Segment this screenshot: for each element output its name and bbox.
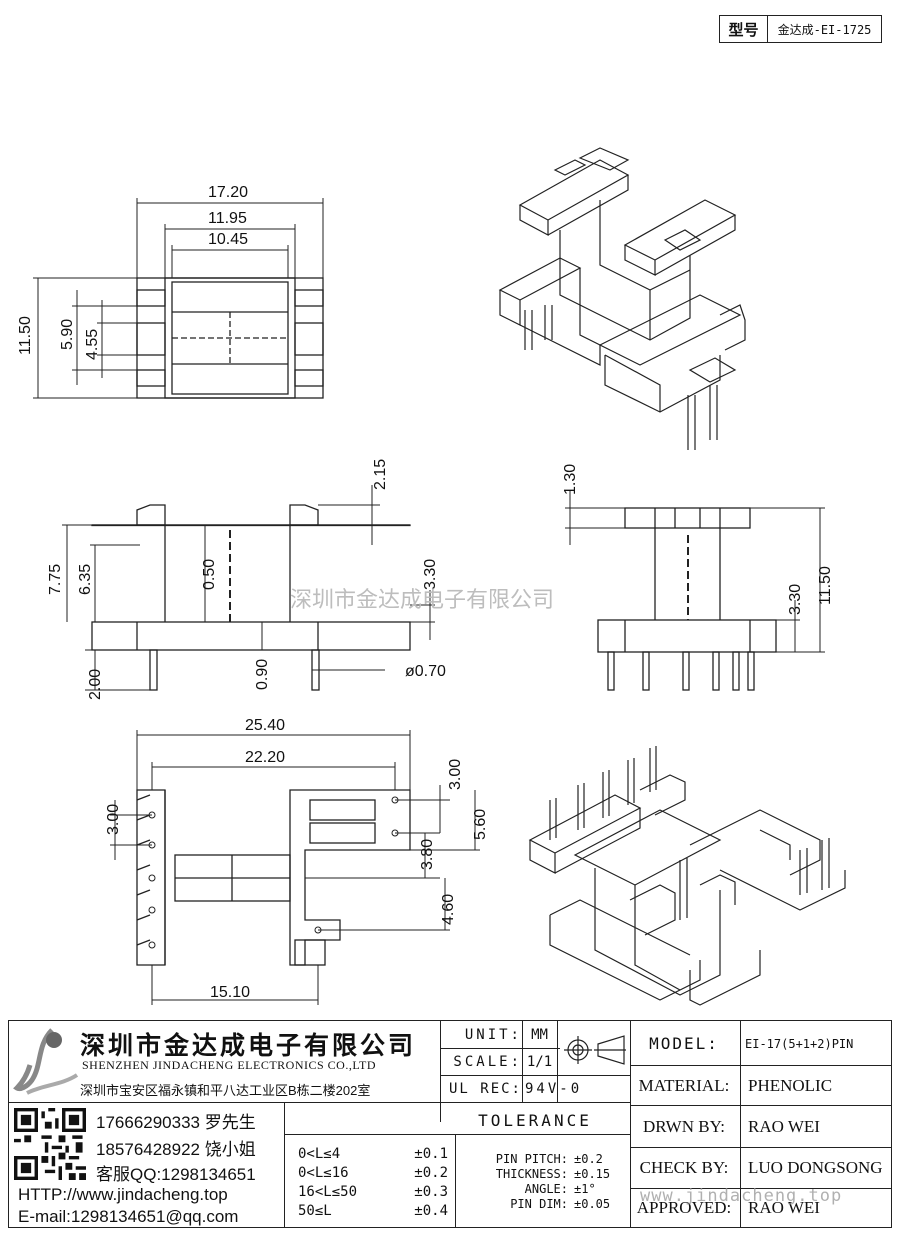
company-name-en: SHENZHEN JINDACHENG ELECTRONICS CO.,LTD: [82, 1058, 377, 1072]
field-label-material: MATERIAL:: [638, 1075, 730, 1095]
model-box: 型号 金达成-EI-1725: [719, 15, 882, 43]
title-block: [8, 1020, 892, 1228]
dim-25-40: 25.40: [245, 717, 285, 734]
contact-qq: 客服QQ:1298134651: [96, 1165, 256, 1184]
dim-4-55: 4.55: [84, 329, 101, 360]
tol-range-3: 16<L≤50: [298, 1184, 358, 1200]
top-view: [136, 277, 324, 399]
tol-value-4: ±0.4: [414, 1203, 448, 1219]
dim-3-00-right: 3.00: [447, 759, 464, 790]
tol-value-1: ±0.1: [414, 1146, 448, 1162]
field-value-check: LUO DONGSONG: [748, 1158, 883, 1177]
url-watermark: www.jindacheng.top: [640, 1186, 843, 1206]
field-label-check: CHECK BY:: [639, 1158, 729, 1177]
field-label-drawn: DRWN BY:: [642, 1116, 726, 1136]
field-value-material: PHENOLIC: [748, 1075, 833, 1095]
company-name-cn: 深圳市金达成电子有限公司: [80, 1032, 417, 1060]
dim-3-30-side: 3.30: [787, 584, 804, 615]
dim-17-20: 17.20: [208, 184, 248, 201]
dim-11-50-top: 11.50: [17, 316, 34, 355]
isometric-view-bottom: [528, 746, 846, 1006]
dim-7-75: 7.75: [47, 564, 64, 595]
unit-value: MM: [531, 1027, 548, 1043]
model-box-label: 型号: [720, 16, 768, 42]
ulrec-label: UL REC:: [448, 1081, 522, 1097]
contact-phone-2: 18576428922 饶小姐: [96, 1140, 256, 1159]
field-value-drawn: RAO WEI: [748, 1116, 820, 1136]
dim-6-35: 6.35: [77, 564, 94, 595]
spec-value-4: ±0.05: [574, 1197, 611, 1211]
spec-label-1: PIN PITCH:: [495, 1152, 568, 1166]
dim-1-30: 1.30: [562, 464, 579, 495]
dim-5-90: 5.90: [59, 319, 76, 350]
tolerance-specs: PIN PITCH: ±0.2 THICKNESS: ±0.15 ANGLE: ±1°…: [460, 1152, 628, 1212]
tol-value-3: ±0.3: [414, 1184, 448, 1200]
tol-range-2: 0<L≤16: [298, 1165, 349, 1181]
dim-3-30-front: 3.30: [422, 559, 439, 590]
contact-email[interactable]: E-mail:1298134651@qq.com: [18, 1207, 239, 1226]
dim-22-20: 22.20: [245, 749, 285, 766]
dim-10-45: 10.45: [208, 231, 248, 248]
front-view: [91, 504, 411, 691]
side-view: [597, 507, 777, 691]
scale-value: 1/1: [526, 1054, 553, 1070]
dim-0-50: 0.50: [201, 559, 218, 590]
field-label-model: MODEL:: [649, 1034, 719, 1053]
model-box-value: 金达成-EI-1725: [777, 22, 872, 37]
dim-5-60: 5.60: [472, 809, 489, 840]
company-address: 深圳市宝安区福永镇和平八达工业区B栋二楼202室: [80, 1083, 371, 1098]
tol-range-1: 0<L≤4: [298, 1146, 341, 1162]
contact-http[interactable]: HTTP://www.jindacheng.top: [18, 1185, 228, 1204]
spec-value-2: ±0.15: [574, 1167, 611, 1181]
ulrec-value: 94V-0: [525, 1081, 583, 1097]
bottom-view: [136, 789, 411, 966]
dim-pin-diameter: ø0.70: [405, 663, 446, 680]
dim-2-15: 2.15: [372, 459, 389, 490]
spec-label-2: THICKNESS:: [495, 1167, 568, 1181]
tol-value-2: ±0.2: [414, 1165, 448, 1181]
spec-label-3: ANGLE:: [524, 1182, 568, 1196]
dim-15-10: 15.10: [210, 984, 250, 1001]
tol-range-4: 50≤L: [298, 1203, 332, 1219]
dim-4-60: 4.60: [440, 894, 457, 925]
dim-3-00-left: 3.00: [105, 804, 122, 835]
scale-label: SCALE:: [453, 1054, 522, 1070]
unit-label: UNIT:: [464, 1027, 522, 1043]
tolerance-title: TOLERANCE: [478, 1110, 592, 1130]
company-logo: [13, 1028, 79, 1095]
dim-2-00: 2.00: [87, 669, 104, 700]
dim-3-80: 3.80: [419, 839, 436, 870]
contact-phone-1: 17666290333 罗先生: [96, 1113, 256, 1132]
dim-11-50-side: 11.50: [817, 566, 834, 605]
projection-symbol-icon: [564, 1035, 626, 1065]
field-value-approved: RAO WEI: [748, 1198, 820, 1217]
spec-label-4: PIN DIM:: [510, 1197, 568, 1211]
spec-value-1: ±0.2: [574, 1152, 603, 1166]
dim-11-95: 11.95: [208, 210, 247, 227]
watermark-text: 深圳市金达成电子有限公司: [290, 587, 554, 612]
field-value-model: EI-17(5+1+2)PIN: [745, 1036, 854, 1051]
tolerance-rows: 0<L≤4 ±0.1 0<L≤16 ±0.2 16<L≤50 ±0.3 50≤L ±0.…: [298, 1145, 448, 1221]
field-label-approved: APPROVED:: [636, 1198, 732, 1217]
dim-0-90: 0.90: [254, 659, 271, 690]
isometric-view-top: [498, 147, 746, 450]
spec-value-3: ±1°: [574, 1182, 596, 1196]
qr-code: [14, 1108, 86, 1180]
technical-drawing: 17.20 11.95 10.45 11.50 5.90 4.55 2.15 7…: [17, 147, 846, 1006]
